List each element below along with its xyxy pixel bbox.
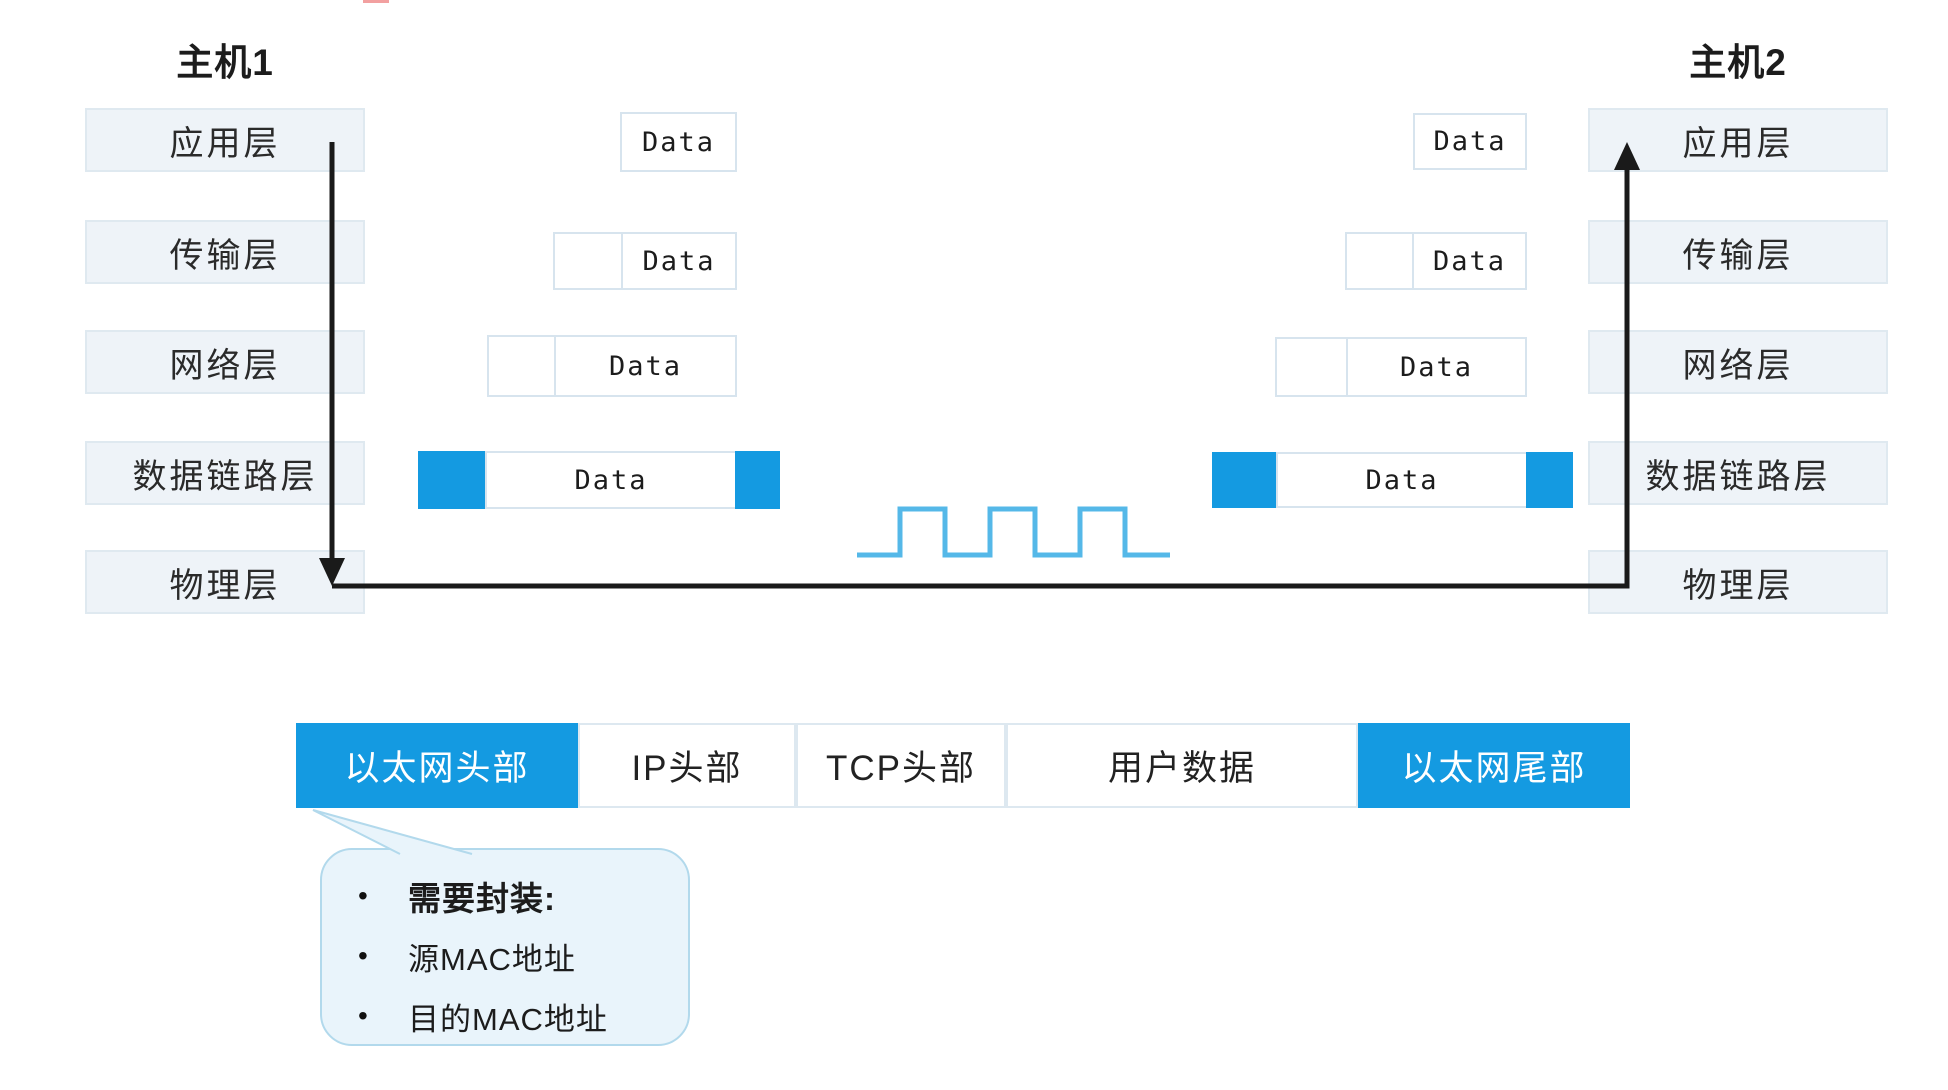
host1-layer-application: 应用层 [85,108,365,172]
host1-app-data-box: Data [620,112,737,172]
encapsulation-callout: • 需要封装: • 源MAC地址 • 目的MAC地址 [320,848,690,1046]
callout-item: • 目的MAC地址 [358,986,678,1046]
host1-transport-header-box [553,232,623,290]
host1-layer-datalink: 数据链路层 [85,441,365,505]
host2-ethernet-trailer-box [1526,452,1573,508]
data-label: Data [1433,126,1507,157]
callout-item: • 源MAC地址 [358,926,678,986]
host2-layer-datalink: 数据链路层 [1588,441,1888,505]
frame-segment-ip-header: IP头部 [578,723,796,808]
host2-datalink-data-box: Data [1276,452,1528,508]
frame-segment-ethernet-header: 以太网头部 [296,723,578,808]
host2-layer-network: 网络层 [1588,330,1888,394]
host2-layer-physical: 物理层 [1588,550,1888,614]
host2-transport-header-box [1345,232,1414,290]
host2-network-header-box [1275,337,1348,397]
host2-app-data-box: Data [1413,113,1527,170]
host1-layer-transport: 传输层 [85,220,365,284]
data-label: Data [608,350,683,382]
bullet-icon: • [358,940,368,971]
host1-transport-data-box: Data [621,232,737,290]
frame-segment-tcp-header: TCP头部 [796,723,1006,808]
host1-ethernet-header-box [418,451,487,509]
host1-layer-physical: 物理层 [85,550,365,614]
callout-item: • 需要封装: [358,866,678,926]
data-label: Data [574,464,648,496]
frame-segment-user-data: 用户数据 [1006,723,1358,808]
data-label: Data [642,245,716,277]
data-label: Data [1365,464,1439,496]
host1-network-data-box: Data [554,335,737,397]
host1-datalink-data-box: Data [485,451,737,509]
bullet-icon: • [358,1000,368,1031]
bullet-icon: • [358,880,368,911]
host2-layer-transport: 传输层 [1588,220,1888,284]
callout-text: 源MAC地址 [408,941,576,977]
host1-layer-network: 网络层 [85,330,365,394]
data-label: Data [1432,245,1507,277]
host2-ethernet-header-box [1212,452,1278,508]
data-label: Data [1399,351,1474,383]
host1-ethernet-trailer-box [735,451,780,509]
frame-segment-ethernet-trailer: 以太网尾部 [1358,723,1630,808]
host2-network-data-box: Data [1346,337,1527,397]
host2-layer-application: 应用层 [1588,108,1888,172]
host2-title: 主机2 [1689,42,1787,83]
host1-network-header-box [487,335,556,397]
host1-title: 主机1 [176,42,274,83]
host2-transport-data-box: Data [1412,232,1527,290]
red-artifact [363,0,389,3]
callout-text: 需要封装: [408,880,556,917]
data-label: Data [641,126,716,158]
signal-wave-icon [857,506,1170,558]
callout-text: 目的MAC地址 [408,1001,608,1037]
